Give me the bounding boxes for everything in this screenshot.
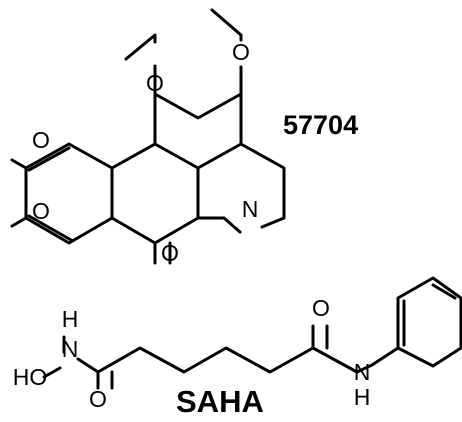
atom-n-hydroxamate: N [62,336,79,362]
atom-o-methoxy-left-upper: O [32,127,50,153]
atom-n-amide: N [354,359,371,385]
structure-saha [42,276,462,390]
atom-o-amide-carbonyl: O [312,295,330,321]
compound-label-saha: SAHA [176,384,264,419]
atom-h-amide: H [354,384,371,410]
compound-label-57704: 57704 [283,110,358,140]
atom-o-methoxy-top: O [232,39,250,65]
atom-o-methoxy-upper-left: O [146,70,164,96]
structure-57704 [10,8,286,265]
atom-o-ketone: O [161,240,179,266]
atom-o-hydroxamate-carbonyl: O [89,386,107,412]
atom-h-hydroxamate: H [62,306,79,332]
atom-labels-saha: HO N H O O N H SAHA [13,295,371,419]
atom-ho: HO [13,364,48,390]
atom-o-methoxy-left-lower: O [32,198,50,224]
atom-n-pyridine: N [242,196,259,222]
atom-labels-57704: O O O O O N 57704 [32,39,358,266]
